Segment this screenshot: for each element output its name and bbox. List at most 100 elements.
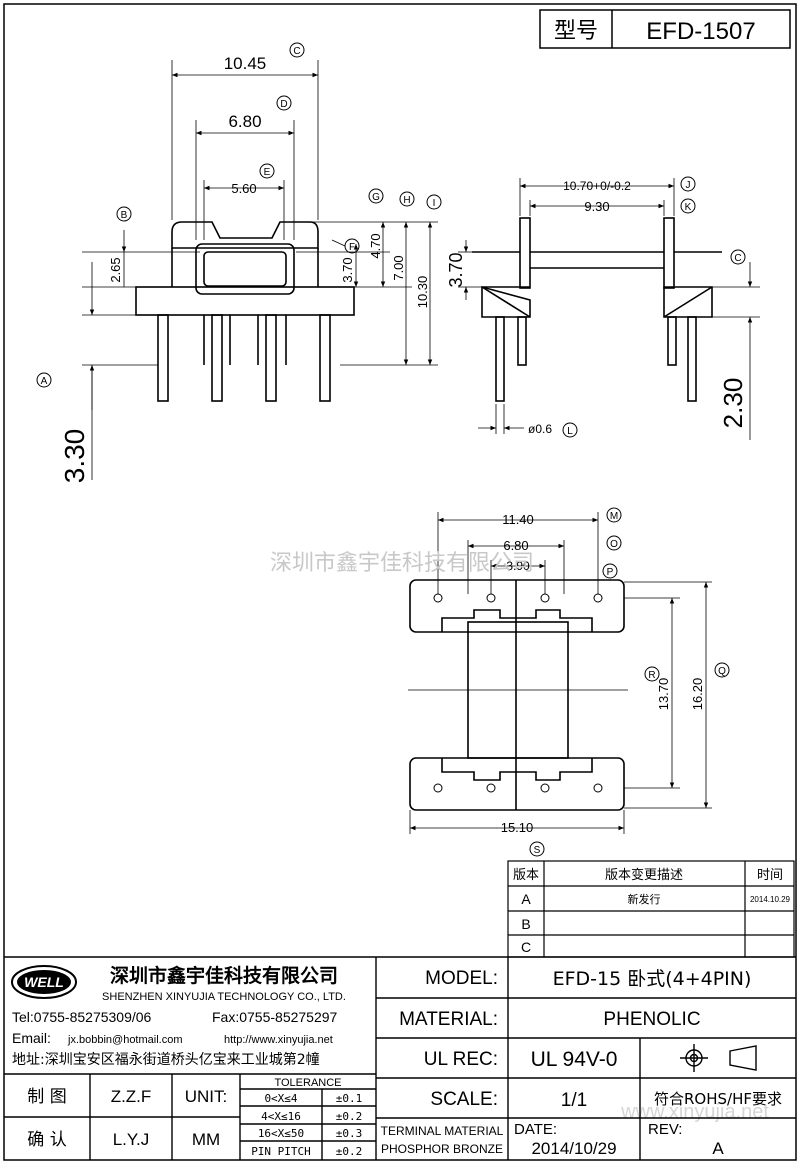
- svg-text:K: K: [685, 202, 692, 213]
- dim-bottom-6-80: 6.80: [503, 538, 528, 553]
- dim-10-70: 10.70+0/-0.2: [563, 179, 631, 193]
- marker-L: C: [730, 249, 746, 265]
- marker-H: H: [399, 191, 415, 207]
- sheet-border: [3, 3, 797, 1161]
- dim-10-30: 10.30: [415, 276, 430, 309]
- tol-value-1: ±0.1: [336, 1092, 363, 1105]
- marker-C: C: [289, 42, 305, 58]
- svg-text:I: I: [433, 198, 436, 209]
- tol-range-3: 16<X≤50: [258, 1127, 304, 1140]
- side-view-labels: 10.70+0/-0.2 9.30 3.70 2.30 ø0.6: [446, 179, 748, 436]
- terminal-value: PHOSPHOR BRONZE: [381, 1142, 503, 1156]
- unit-label: UNIT:: [185, 1087, 228, 1106]
- marker-M: L: [562, 422, 578, 438]
- rev-row-a: A: [521, 891, 531, 907]
- model-value: EFD-15 卧式(4+4PIN): [553, 968, 752, 990]
- model-label: MODEL:: [425, 968, 498, 989]
- marker-P: O: [606, 535, 622, 551]
- dim-3-90: 3.90: [506, 559, 530, 573]
- scale-label: SCALE:: [430, 1089, 498, 1110]
- header-box: 型号 EFD-1507: [539, 9, 791, 49]
- side-view: [472, 217, 722, 402]
- marker-G: G: [368, 188, 384, 204]
- header-model-value: EFD-1507: [646, 18, 755, 45]
- tol-value-4: ±0.2: [336, 1145, 363, 1158]
- company-email-label: Email:: [12, 1030, 51, 1046]
- svg-text:P: P: [607, 567, 614, 578]
- drawn-label: 制 图: [27, 1087, 66, 1107]
- title-block-right: MODEL: EFD-15 卧式(4+4PIN) MATERIAL: PHENO…: [381, 968, 782, 1158]
- dim-10-45: 10.45: [224, 54, 267, 73]
- tol-range-2: 4<X≤16: [261, 1110, 301, 1123]
- rev-header-date: 时间: [757, 868, 783, 883]
- rohs-note: 符合ROHS/HF要求: [654, 1090, 782, 1108]
- svg-text:J: J: [686, 180, 691, 191]
- marker-R: Q: [714, 662, 730, 678]
- rev-header-version: 版本: [513, 868, 539, 883]
- bottom-view-pins: [433, 593, 603, 793]
- unit-value: MM: [192, 1130, 220, 1149]
- checked-label: 确 认: [27, 1130, 66, 1150]
- front-view-dimensions: [82, 60, 438, 480]
- drawn-value: Z.Z.F: [111, 1087, 152, 1106]
- company-info: 深圳市鑫宇佳科技有限公司 SHENZHEN XINYUJIA TECHNOLOG…: [12, 964, 346, 1068]
- marker-O: M: [606, 507, 622, 523]
- revision-table-text: 版本 版本变更描述 时间 A 新发行 2014.10.29 B C: [513, 867, 791, 955]
- rev-row-c: C: [521, 939, 531, 955]
- ul-label: UL REC:: [424, 1049, 498, 1070]
- svg-text:B: B: [121, 210, 128, 221]
- svg-text:L: L: [567, 426, 573, 437]
- company-name-en: SHENZHEN XINYUJIA TECHNOLOGY CO., LTD.: [102, 991, 346, 1003]
- ul-value: UL 94V-0: [531, 1048, 618, 1071]
- date-value: 2014/10/29: [531, 1139, 616, 1158]
- marker-T: S: [529, 841, 545, 857]
- company-name-cn: 深圳市鑫宇佳科技有限公司: [110, 964, 338, 987]
- svg-text:H: H: [403, 195, 410, 206]
- dim-3-70: 3.70: [340, 257, 355, 282]
- svg-text:F: F: [349, 242, 355, 253]
- company-tel: Tel:0755-85275309/06: [12, 1009, 152, 1025]
- dim-4-70: 4.70: [368, 233, 383, 258]
- dim-2-30: 2.30: [718, 378, 748, 429]
- marker-F: F: [344, 238, 360, 254]
- marker-D: D: [276, 95, 292, 111]
- dim-6-80: 6.80: [228, 112, 261, 131]
- dim-13-70: 13.70: [656, 678, 671, 711]
- dim-2-65: 2.65: [108, 257, 123, 282]
- rev-row-b: B: [521, 916, 530, 932]
- marker-E: E: [259, 163, 275, 179]
- dim-pin-dia: ø0.6: [528, 422, 552, 436]
- svg-text:E: E: [264, 167, 271, 178]
- dim-7-00: 7.00: [391, 255, 406, 280]
- title-block-left: 制 图 Z.Z.F 确 认 L.Y.J UNIT: MM TOLERANCE 0…: [27, 1077, 362, 1158]
- company-website: http://www.xinyujia.net: [224, 1034, 333, 1046]
- date-label: DATE:: [514, 1121, 557, 1138]
- dim-11-40: 11.40: [502, 512, 534, 527]
- dim-side-3-70: 3.70: [446, 252, 466, 287]
- marker-K: K: [680, 198, 696, 214]
- company-address: 地址:深圳宝安区福永街道桥头亿宝来工业城第2幢: [12, 1051, 320, 1068]
- material-label: MATERIAL:: [399, 1009, 498, 1030]
- rev-row-a-desc: 新发行: [628, 892, 661, 906]
- rev-header-desc: 版本变更描述: [605, 867, 683, 883]
- material-value: PHENOLIC: [603, 1009, 700, 1030]
- dim-3-30: 3.30: [59, 429, 90, 484]
- svg-text:A: A: [41, 376, 48, 387]
- watermark: 深圳市鑫宇佳科技有限公司: [270, 551, 534, 576]
- svg-text:O: O: [610, 539, 618, 550]
- dim-9-30: 9.30: [584, 199, 609, 214]
- svg-text:R: R: [648, 670, 655, 681]
- markers: A B C D E F G H I J K C L M O P R Q S: [36, 42, 746, 857]
- company-email: jx.bobbin@hotmail.com: [67, 1034, 183, 1046]
- front-view: [135, 221, 355, 402]
- marker-S: R: [644, 666, 660, 682]
- company-logo: WELL: [11, 965, 77, 999]
- logo-text: WELL: [24, 974, 64, 990]
- bottom-view-dimensions: [408, 512, 712, 834]
- tol-range-4: PIN PITCH: [251, 1145, 311, 1158]
- svg-text:G: G: [372, 192, 380, 203]
- svg-text:M: M: [610, 511, 618, 522]
- dim-15-10: 15.10: [501, 820, 534, 835]
- front-view-labels: 10.45 6.80 5.60 2.65 3.70 4.70 7.00 10.3…: [59, 54, 430, 483]
